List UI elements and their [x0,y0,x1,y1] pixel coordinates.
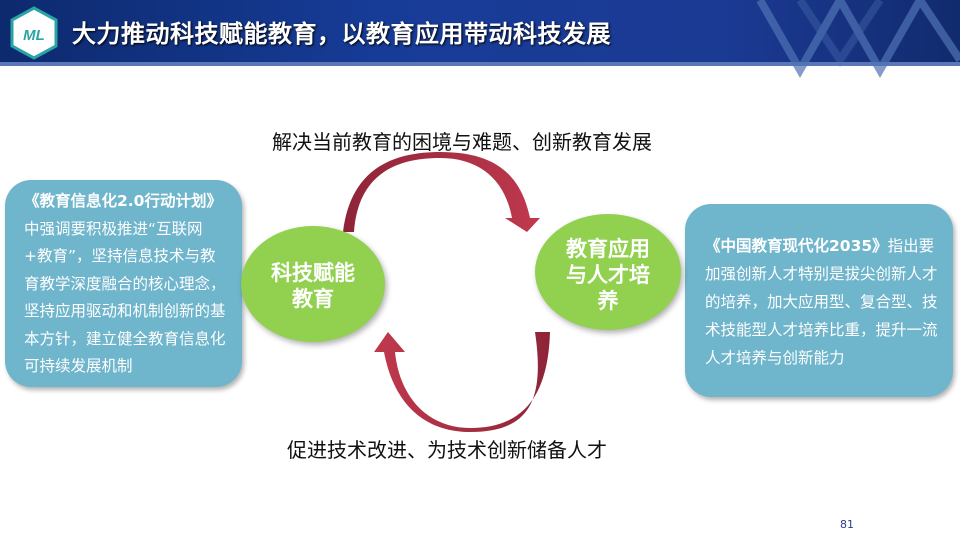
left-box-title: 《教育信息化2.0行动计划》 [24,192,222,210]
right-info-box: 《中国教育现代化2035》指出要加强创新人才特别是拔尖创新人才的培养，加大应用型… [685,204,953,397]
right-box-title: 《中国教育现代化2035》 [705,237,888,255]
header-bar [0,0,960,62]
bottom-caption: 促进技术改进、为技术创新储备人才 [287,438,607,462]
left-box-body: 中强调要积极推进“互联网+教育”，坚持信息技术与教育教学深度融合的核心理念，坚持… [24,219,226,376]
left-node-label: 科技赋能教育 [271,261,355,311]
header-stripe [0,62,960,66]
bottom-arrow [374,332,550,432]
page-title: 大力推动科技赋能教育，以教育应用带动科技发展 [72,20,611,48]
left-info-box: 《教育信息化2.0行动计划》 中强调要积极推进“互联网+教育”，坚持信息技术与教… [5,180,242,387]
right-box-body: 指出要加强创新人才特别是拔尖创新人才的培养，加大应用型、复合型、技术技能型人才培… [705,237,938,367]
left-node [241,226,385,342]
logo: ML [10,6,58,60]
page-number: 81 [840,518,854,531]
right-node [535,214,681,330]
right-node-label: 教育应用与人才培养 [566,237,650,313]
svg-text:ML: ML [23,27,45,44]
top-caption: 解决当前教育的困境与难题、创新教育发展 [272,130,652,154]
top-arrow [343,152,540,232]
header-decoration [756,0,960,79]
